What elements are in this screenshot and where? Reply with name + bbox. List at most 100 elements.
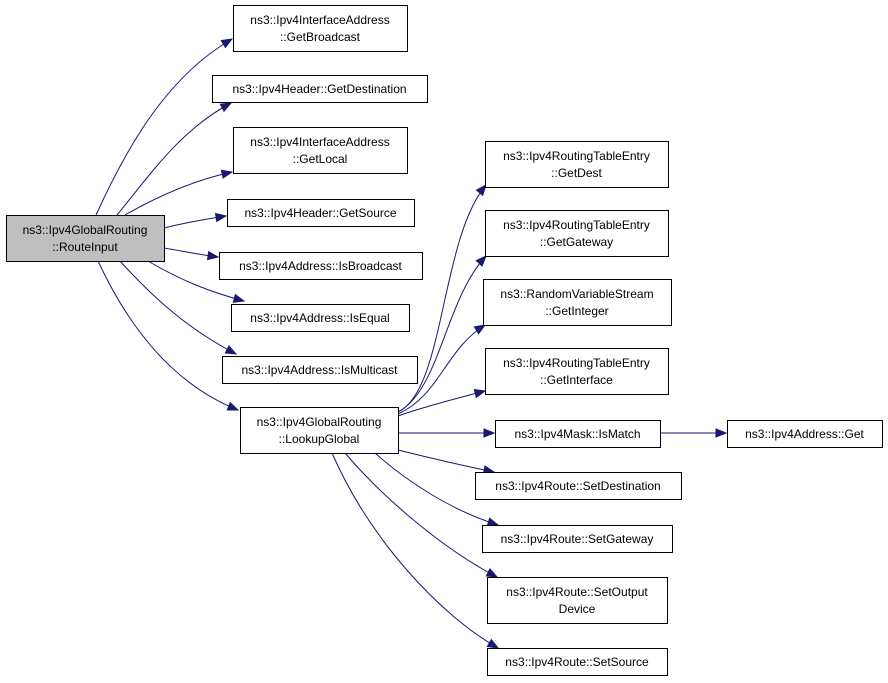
node-is-multicast[interactable]: ns3::Ipv4Address::IsMulticast [222, 356, 418, 384]
node-box[interactable] [475, 472, 682, 500]
edge-route-input-to-is-broadcast [163, 247, 220, 261]
edge-route-input-to-get-local [124, 169, 234, 216]
node-label-line: ::GetBroadcast [280, 30, 361, 44]
node-label-line: ns3::Ipv4Mask::IsMatch [514, 427, 640, 441]
node-box[interactable] [495, 420, 661, 448]
node-label-line: ns3::Ipv4Route::SetDestination [495, 479, 660, 493]
node-box[interactable] [233, 5, 408, 52]
node-set-source[interactable]: ns3::Ipv4Route::SetSource [487, 648, 668, 676]
call-graph-edges [95, 38, 728, 649]
node-box[interactable] [6, 215, 165, 262]
edge-lookup-global-to-get-interface [397, 389, 487, 417]
node-label-line: ns3::Ipv4Header::GetSource [244, 206, 396, 220]
node-get-broadcast[interactable]: ns3::Ipv4InterfaceAddress::GetBroadcast [233, 5, 408, 52]
node-box[interactable] [219, 252, 423, 280]
edge-arrowhead [214, 212, 228, 223]
edge-line [374, 452, 499, 526]
node-box[interactable] [222, 356, 418, 384]
node-set-gateway[interactable]: ns3::Ipv4Route::SetGateway [482, 525, 673, 553]
edge-arrowhead [219, 102, 233, 113]
node-box[interactable] [485, 210, 669, 257]
edge-route-input-to-get-destination [116, 102, 233, 216]
node-label-line: ::GetGateway [540, 235, 613, 249]
node-lookup-global[interactable]: ns3::Ipv4GlobalRouting::LookupGlobal [240, 407, 399, 454]
edge-line [124, 171, 233, 216]
node-label-line: ns3::Ipv4InterfaceAddress [250, 135, 389, 149]
node-label-line: ns3::Ipv4Address::IsEqual [250, 311, 389, 325]
edge-line [331, 452, 499, 649]
node-box[interactable] [233, 127, 408, 174]
edge-arrowhead [473, 389, 487, 399]
node-label-line: ns3::Ipv4Address::IsBroadcast [239, 259, 402, 273]
edge-route-input-to-lookup-global [97, 260, 240, 411]
node-box[interactable] [727, 420, 883, 448]
node-label-line: ns3::Ipv4RoutingTableEntry [503, 149, 650, 163]
node-label-line: ns3::Ipv4Address::Get [745, 427, 864, 441]
node-label-line: ::GetInterface [540, 373, 613, 387]
node-label-line: ns3::Ipv4GlobalRouting [257, 415, 382, 429]
node-get-interface[interactable]: ns3::Ipv4RoutingTableEntry::GetInterface [485, 348, 669, 395]
edge-arrowhead [475, 183, 487, 197]
edge-line [95, 38, 233, 216]
node-get-destination[interactable]: ns3::Ipv4Header::GetDestination [212, 75, 428, 103]
edge-arrowhead [486, 517, 500, 527]
edge-arrowhead [226, 401, 240, 411]
edge-line [397, 449, 495, 473]
edge-lookup-global-to-get-integer [397, 324, 487, 415]
edge-lookup-global-to-get-gateway [397, 255, 487, 413]
edge-line [119, 260, 237, 355]
edge-arrowhead [485, 567, 499, 578]
node-get-local[interactable]: ns3::Ipv4InterfaceAddress::GetLocal [233, 127, 408, 174]
edge-line [397, 390, 486, 417]
node-is-broadcast[interactable]: ns3::Ipv4Address::IsBroadcast [219, 252, 423, 280]
node-box[interactable] [227, 199, 415, 227]
node-label-line: ns3::RandomVariableStream [500, 287, 653, 301]
node-label-line: ::GetInteger [545, 304, 608, 318]
edge-line [97, 260, 239, 411]
edge-lookup-global-to-get-dest [397, 183, 487, 413]
edge-route-input-to-is-equal [147, 260, 246, 303]
node-label-line: ns3::Ipv4GlobalRouting [23, 223, 148, 237]
edge-arrowhead [486, 638, 500, 649]
node-is-equal[interactable]: ns3::Ipv4Address::IsEqual [231, 304, 410, 332]
node-box[interactable] [487, 577, 668, 624]
edge-line [397, 184, 487, 413]
node-box[interactable] [212, 75, 428, 103]
edge-line [116, 102, 232, 216]
node-box[interactable] [483, 279, 672, 326]
node-label-line: ::LookupGlobal [279, 432, 360, 446]
edge-lookup-global-to-set-destination [397, 449, 496, 475]
node-label-line: ::GetLocal [293, 152, 348, 166]
edge-route-input-to-is-multicast [119, 260, 238, 355]
node-get-gateway[interactable]: ns3::Ipv4RoutingTableEntry::GetGateway [485, 210, 669, 257]
edge-arrowhead [206, 250, 220, 261]
node-label-line: ns3::Ipv4Route::SetSource [505, 655, 649, 669]
node-get-dest[interactable]: ns3::Ipv4RoutingTableEntry::GetDest [485, 141, 669, 188]
node-box[interactable] [485, 141, 669, 188]
edge-line [397, 255, 487, 413]
edge-is-match-to-address-get [659, 428, 728, 438]
edge-arrowhead [220, 169, 234, 179]
node-box[interactable] [231, 304, 410, 332]
node-label-line: ns3::Ipv4Route::SetOutput [506, 585, 648, 599]
node-route-input[interactable]: ns3::Ipv4GlobalRouting::RouteInput [6, 215, 165, 262]
node-address-get[interactable]: ns3::Ipv4Address::Get [727, 420, 883, 448]
node-box[interactable] [485, 348, 669, 395]
node-is-match[interactable]: ns3::Ipv4Mask::IsMatch [495, 420, 661, 448]
node-set-destination[interactable]: ns3::Ipv4Route::SetDestination [475, 472, 682, 500]
node-get-integer[interactable]: ns3::RandomVariableStream::GetInteger [483, 279, 672, 326]
edge-lookup-global-to-is-match [397, 428, 496, 438]
node-label-line: ns3::Ipv4Header::GetDestination [232, 82, 406, 96]
call-graph-nodes: ns3::Ipv4GlobalRouting::RouteInputns3::I… [6, 5, 883, 676]
edge-lookup-global-to-set-output-device [344, 452, 499, 578]
edge-route-input-to-get-source [163, 212, 228, 229]
node-label-line: ns3::Ipv4Address::IsMulticast [241, 363, 398, 377]
edge-line [397, 324, 486, 415]
node-box[interactable] [482, 525, 673, 553]
node-box[interactable] [487, 648, 668, 676]
node-box[interactable] [240, 407, 399, 454]
node-get-source[interactable]: ns3::Ipv4Header::GetSource [227, 199, 415, 227]
edge-route-input-to-get-broadcast [95, 38, 234, 216]
